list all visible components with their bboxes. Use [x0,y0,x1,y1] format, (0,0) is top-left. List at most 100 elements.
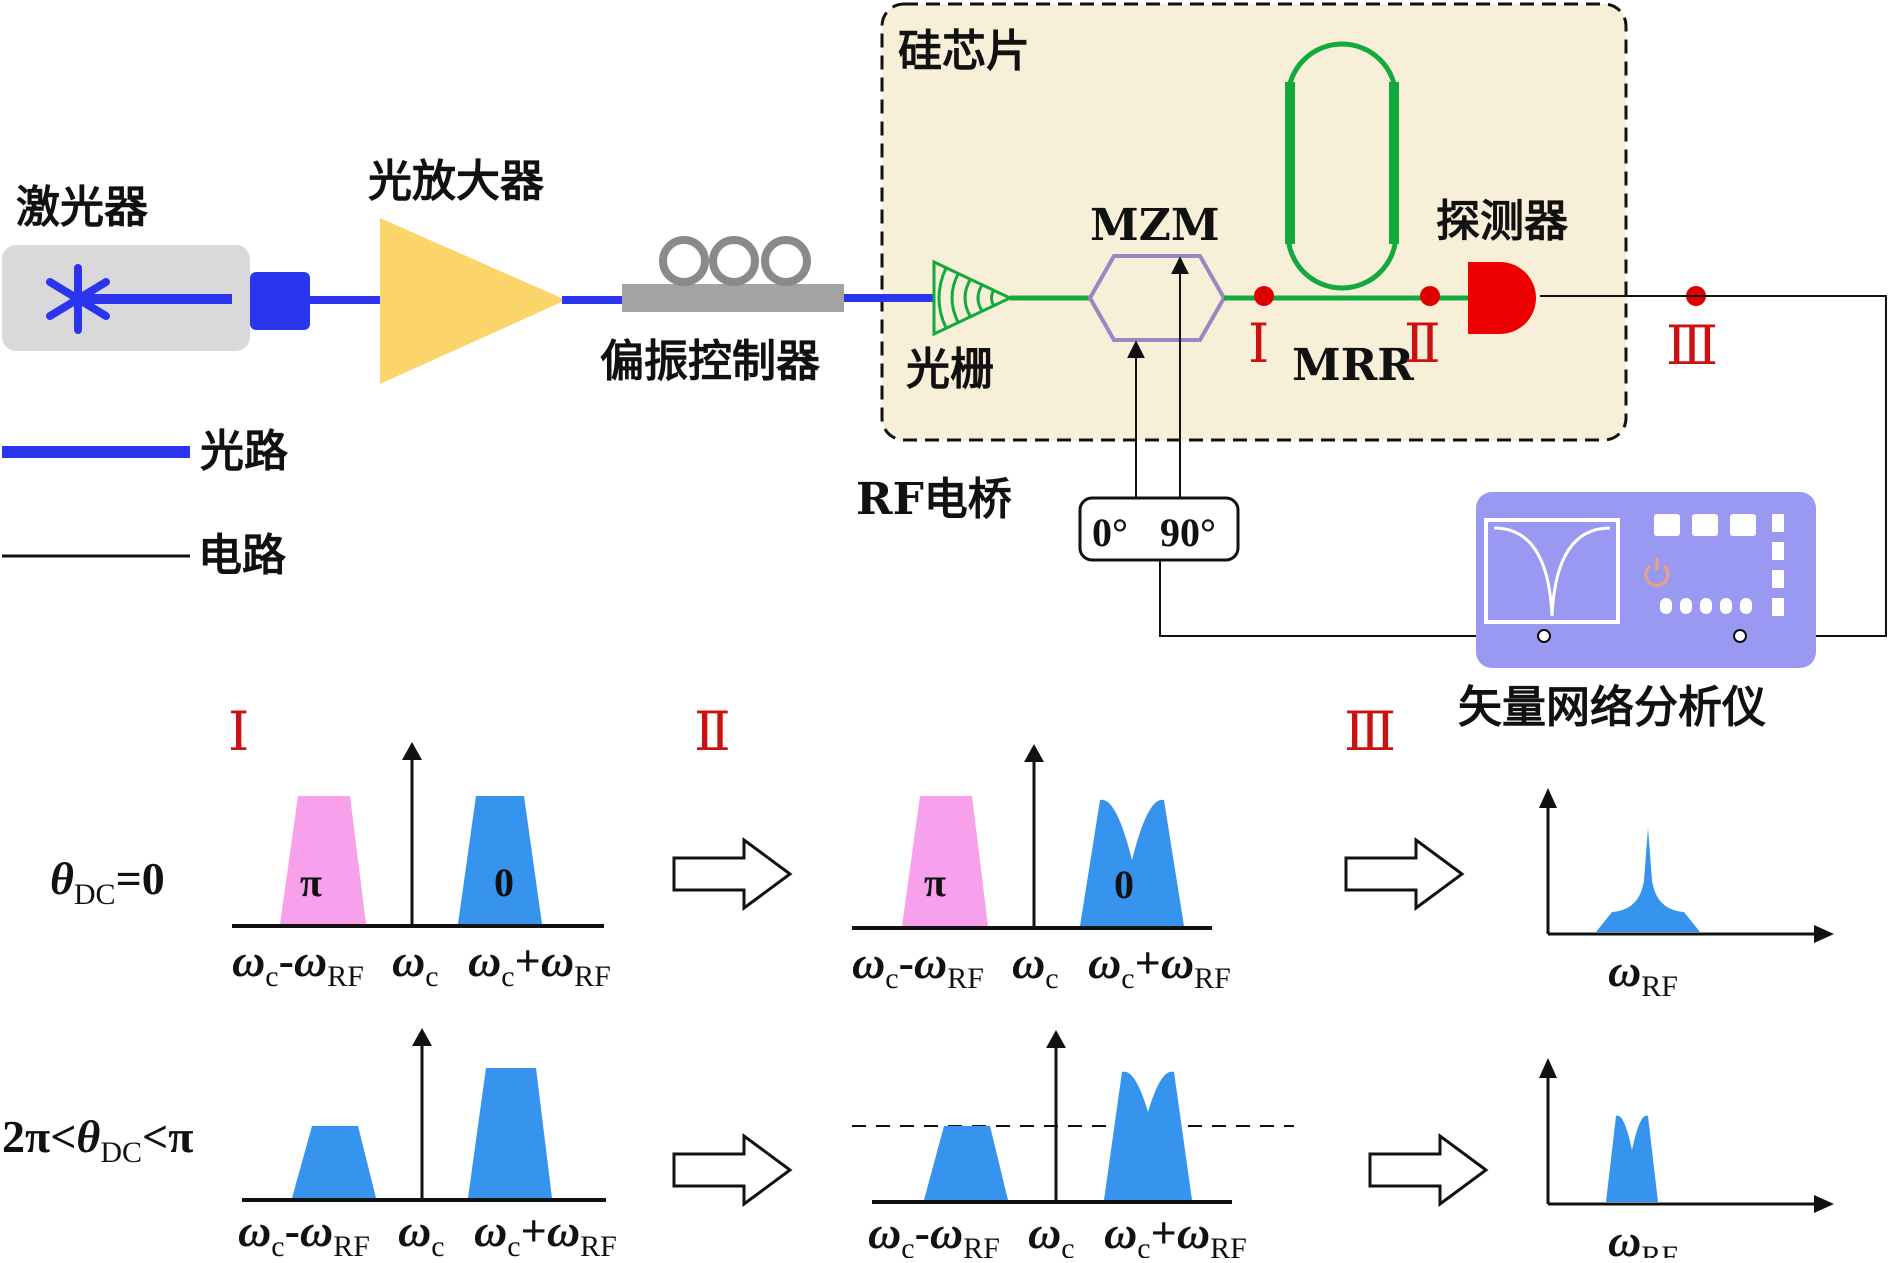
row1-second-process-arrow [1344,837,1465,911]
row1-point1-carrier-label: ωc [392,935,439,993]
row2-point1-lower-sideband-label-part-4: RF [333,1230,370,1258]
row2-post: <π [142,1111,193,1162]
row1-rf-omega-rf-label-part-1: RF [1641,970,1678,1003]
photodetector [1468,262,1536,334]
row2-point1-lower-band [292,1126,376,1198]
row2-point2-lower-sideband-label-part-2: - [915,1207,930,1258]
row1-point2-upper-sideband-label-part-0: ω [1088,937,1121,988]
mzm-label: MZM [1090,200,1220,251]
row1-first-process-arrow [672,837,793,911]
row2-rf-omega-rf-label: ωRF [1608,1215,1678,1258]
row2-point2-upper-sideband-label-part-3: ω [1177,1207,1210,1258]
row2-point1-lower-sideband-label: ωc-ωRF [238,1205,370,1258]
row1-point2-lower-sideband-label-part-0: ω [852,937,885,988]
spectrum-point-1-label: Ⅰ [228,700,249,763]
row1-point1-upper-sideband-label-part-0: ω [468,935,501,986]
mrr-label: MRR [1292,340,1414,391]
row2-point1-upper-sideband-label-part-2: + [521,1205,547,1256]
row1-theta: θ [50,853,74,904]
row1-point2-lower-sideband-label-part-1: c [885,962,898,995]
point-2-marker [1420,286,1440,306]
row2-point1-lower-sideband-label-part-0: ω [238,1205,271,1256]
row1-point1-carrier-arrowhead [402,742,422,760]
detector-label: 探测器 [1436,196,1569,247]
rf-hybrid-phase-90: 90° [1160,510,1216,555]
legend-electrical-label: 电路 [198,530,287,581]
row1-point2-upper-band-notched [1080,799,1184,926]
polarization-controller-label: 偏振控制器 [600,336,821,387]
row1-point1-upper-sideband-label-part-3: ω [541,935,574,986]
row2-point2-upper-sideband-label-part-0: ω [1104,1207,1137,1258]
row2-rf-y-arrowhead [1539,1058,1557,1078]
vna-port-left [1537,629,1551,643]
optical-amplifier [380,218,566,384]
spectrum-point-2-label: Ⅱ [694,700,731,763]
row1-point2-upper-sideband-label: ωc+ωRF [1088,937,1231,995]
row1-point1-upper-band [458,796,542,924]
row1-point1-lower-band [280,796,366,924]
row1-point2-upper-sideband-label-part-1: c [1121,962,1134,995]
point-2-label: Ⅱ [1404,312,1441,375]
row2col-point2-lower-band [902,796,988,926]
silicon-chip-label: 硅芯片 [898,26,1030,77]
row2-pre: 2π< [2,1111,76,1162]
row1-point1-pi-label: π [300,860,322,905]
point-3-label: Ⅲ [1666,314,1718,377]
row1-point1-lower-sideband-label-part-2: - [279,935,294,986]
row1-point2-lower-sideband-label-part-2: - [899,937,914,988]
row2-point1-lower-sideband-label-part-1: c [271,1230,284,1258]
rf-bridge-label: RF电桥 [856,474,1012,525]
vna-screen [1484,518,1620,624]
row1-rf-x-arrowhead [1814,925,1834,943]
row2-rf-double-peak [1606,1115,1658,1202]
row2-point2-lower-band [924,1126,1008,1200]
row1-point1-lower-sideband-label-part-4: RF [327,960,364,993]
row2-theta: θ [76,1111,100,1162]
row2-point2-upper-sideband-label: ωc+ωRF [1104,1207,1247,1258]
row2-rf-omega-rf-label-part-0: ω [1608,1215,1641,1258]
row1-point1-upper-sideband-label-part-1: c [501,960,514,993]
laser-output-port [250,272,310,330]
row1-rf-y-arrowhead [1539,788,1557,808]
laser-label: 激光器 [16,182,149,233]
row2-point2-upper-sideband-label-part-4: RF [1210,1232,1247,1258]
row1-point1-carrier-label-part-1: c [425,960,438,993]
row2-rf-omega-rf-label-part-1: RF [1641,1240,1678,1258]
row1-rf-peak [1596,828,1700,932]
rf-hybrid-phase-0: 0° [1092,510,1128,555]
row2-point2-carrier-label-part-0: ω [1028,1207,1061,1258]
row1-point1-lower-sideband-label-part-0: ω [232,935,265,986]
row1-point1-upper-sideband-label-part-4: RF [574,960,611,993]
row2-point1-lower-sideband-label-part-3: ω [300,1205,333,1256]
row1-theta-sub: DC [74,878,116,911]
row1-point2-carrier-label: ωc [1012,937,1059,995]
row2-point1-upper-sideband-label-part-3: ω [547,1205,580,1256]
legend-optical-label: 光路 [200,426,289,477]
grating-label: 光栅 [906,344,994,395]
row1-point2-lower-sideband-label-part-4: RF [947,962,984,995]
electrical-line-vna-to-rf [1159,560,1544,637]
row2-point2-carrier-label-part-1: c [1061,1232,1074,1258]
row1-point1-lower-sideband-label-part-1: c [265,960,278,993]
row2-point2-carrier-arrowhead [1046,1030,1066,1048]
optical-amplifier-label: 光放大器 [368,156,545,207]
point-1-label: Ⅰ [1248,312,1269,375]
row2-point2-lower-sideband-label-part-0: ω [868,1207,901,1258]
row2-point1-carrier-label: ωc [398,1205,445,1258]
row2-point2-carrier-label: ωc [1028,1207,1075,1258]
row2-rf-x-arrowhead [1814,1195,1834,1213]
row1-point2-zero-label: 0 [1114,862,1134,907]
row2-second-process-arrow [1368,1133,1489,1207]
vna-buttons [1654,514,1784,616]
row2-point1-carrier-label-part-0: ω [398,1205,431,1256]
polarization-controller-loops [659,236,811,286]
row1-rf-omega-rf-label-part-0: ω [1608,945,1641,996]
row1-point1-zero-label: 0 [494,860,514,905]
row1-point2-carrier-label-part-1: c [1045,962,1058,995]
vna-port-right [1733,629,1747,643]
row1-point1-carrier-label-part-0: ω [392,935,425,986]
laser-star-icon [46,264,110,334]
point-1-marker [1254,286,1274,306]
